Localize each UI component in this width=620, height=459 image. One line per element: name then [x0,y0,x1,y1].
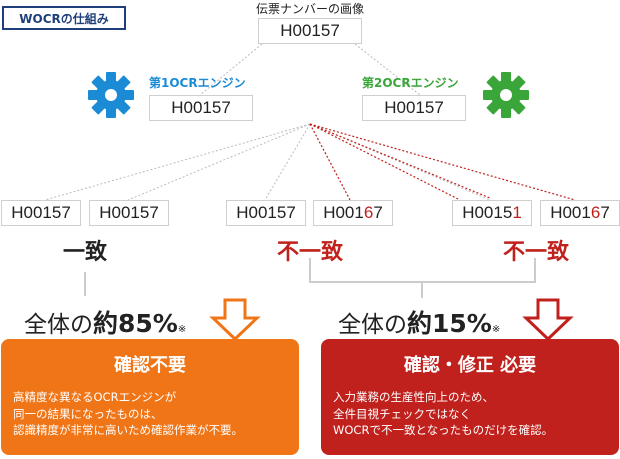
panel-title: 確認不要 [114,355,186,376]
gear-icon [483,72,529,118]
check-required-panel: 確認・修正 必要 入力業務の生産性向上のため、 全件目視チェックではなく WOC… [321,339,619,455]
down-arrow-icon [209,298,261,342]
panel-title: 確認・修正 必要 [403,355,537,376]
gear-icon [88,72,134,118]
panel-body: 入力業務の生産性向上のため、 全件目視チェックではなく WOCRで不一致となった… [333,390,554,438]
engine1-label: 第1OCRエンジン [149,76,246,90]
engine2-label: 第2OCRエンジン [362,76,459,90]
panel-body: 高精度な異なるOCRエンジンが 同一の結果になったものは、 認識精度が非常に高い… [13,390,243,438]
result-box: H00157 [89,200,169,226]
no-check-panel: 確認不要 高精度な異なるOCRエンジンが 同一の結果になったものは、 認識精度が… [1,339,299,455]
match-verdict: 一致 [62,240,107,265]
right-ratio: 全体の約15%※ [338,309,501,338]
source-number-box: H00157 [258,18,362,44]
mismatch-verdict: 不一致 [502,240,569,265]
section-tag: WOCRの仕組み [2,6,126,30]
mismatch-verdict: 不一致 [276,240,343,265]
result-box: H00157 [226,200,306,226]
left-ratio: 全体の約85%※ [24,309,187,338]
engine1-result-box: H00157 [149,95,253,121]
source-image-title: 伝票ナンバーの画像 [255,2,364,16]
down-arrow-icon [522,298,574,342]
engine2-result-box: H00157 [362,95,466,121]
result-box: H00157 [1,200,81,226]
